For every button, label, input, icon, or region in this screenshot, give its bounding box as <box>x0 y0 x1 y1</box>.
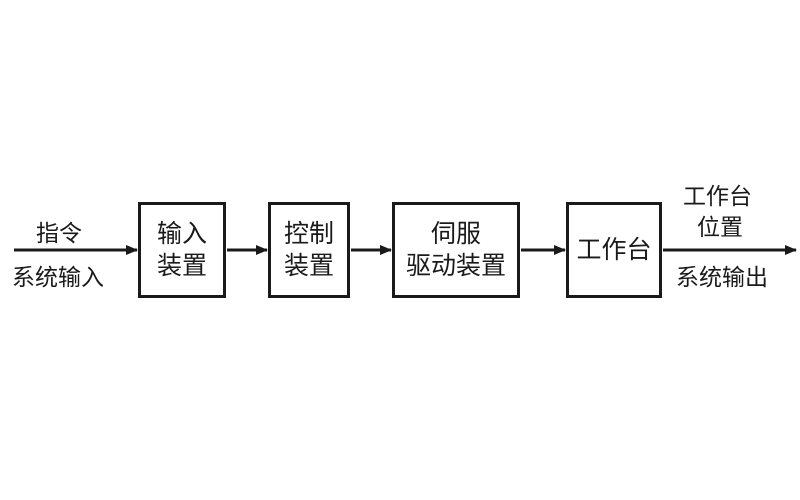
output-label-system-output: 系统输出 <box>676 265 768 291</box>
block-worktable: 工作台 <box>566 202 662 298</box>
block-label-line2: 装置 <box>156 251 207 280</box>
output-label-worktable: 工作台 <box>683 184 752 210</box>
block-control-device: 控制 装置 <box>268 202 350 298</box>
block-servo-drive: 伺服 驱动装置 <box>392 202 520 298</box>
block-label-line1: 伺服 <box>430 219 481 248</box>
block-input-device: 输入 装置 <box>138 202 226 298</box>
block-label-line1: 工作台 <box>576 235 652 264</box>
input-label-command: 指令 <box>36 221 82 247</box>
output-label-position: 位置 <box>697 215 743 241</box>
input-label-system-input: 系统输入 <box>12 265 104 291</box>
block-label-line1: 控制 <box>283 219 334 248</box>
block-label-line1: 输入 <box>156 219 207 248</box>
block-label-line2: 装置 <box>283 251 334 280</box>
block-label-line2: 驱动装置 <box>405 251 506 280</box>
